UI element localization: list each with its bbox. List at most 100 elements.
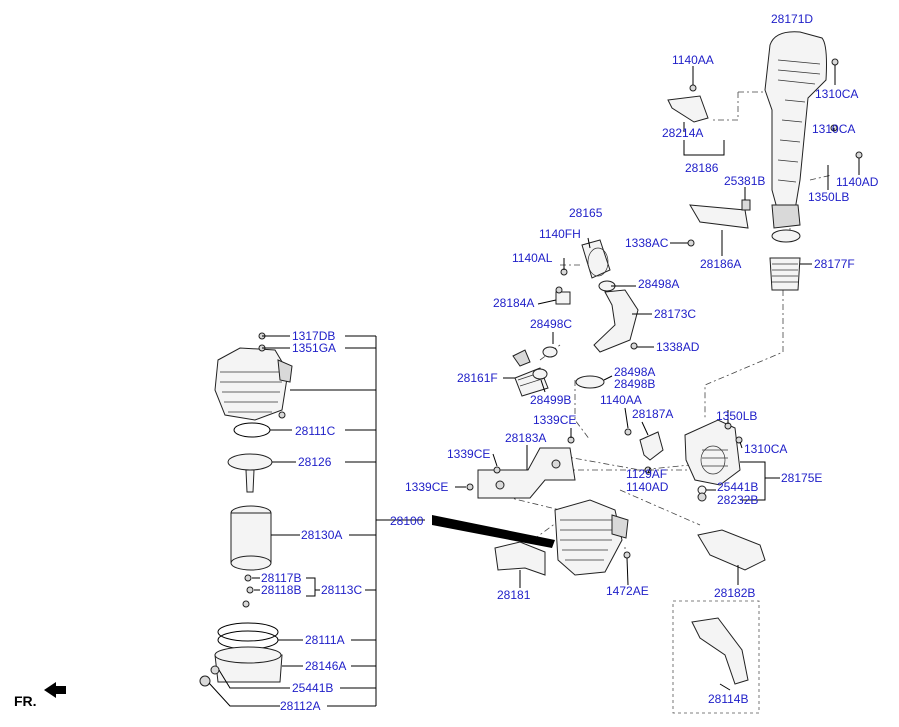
label-28171D: 28171D [771, 12, 813, 26]
label-1339CE: 1339CE [447, 447, 490, 461]
label-28186A: 28186A [700, 257, 741, 271]
air-intake-snorkel[interactable] [764, 31, 827, 229]
bracket-28182B[interactable] [697, 529, 766, 571]
label-28117B: 28117B [261, 571, 301, 585]
leader-lines [208, 65, 860, 707]
bolt-icon [855, 151, 863, 159]
nut-icon [493, 466, 501, 474]
air-duct-28175E[interactable] [684, 419, 741, 486]
label-1310CA: 1310CA [815, 87, 858, 101]
hose-28177F[interactable] [769, 229, 801, 291]
label-1350LB: 1350LB [716, 409, 757, 423]
direction-arrow-icon [44, 682, 66, 698]
nut-icon [831, 58, 839, 66]
label-28183A: 28183A [505, 431, 546, 445]
label-28161F: 28161F [457, 371, 498, 385]
bracket-28187A[interactable] [639, 431, 664, 461]
label-28113C: 28113C [321, 583, 362, 597]
label-1140AL: 1140AL [512, 251, 553, 265]
air-cleaner-assembly[interactable] [554, 499, 631, 576]
label-28498B: 28498B [614, 377, 655, 391]
label-25441B: 25441B [717, 480, 758, 494]
assembly-arrow-icon [432, 515, 555, 548]
label-1338AC: 1338AC [625, 236, 669, 250]
label-1129AF: 1129AF [626, 467, 667, 481]
label-28111A: 28111A [305, 633, 345, 647]
label-28182B: 28182B [714, 586, 755, 600]
label-28175E: 28175E [781, 471, 822, 485]
valve-25441B[interactable] [210, 665, 220, 675]
label-1140AA: 1140AA [600, 393, 642, 407]
front-direction-marker: FR. [14, 682, 66, 709]
bracket-28183A[interactable] [477, 447, 576, 499]
clamp-28498C[interactable] [542, 346, 558, 358]
label-28112A: 28112A [280, 699, 320, 713]
label-28214A: 28214A [662, 126, 703, 140]
nut-icon [466, 483, 474, 491]
nut-28118B[interactable] [246, 586, 254, 594]
nut-icon [687, 239, 695, 247]
label-1317DB: 1317DB [292, 329, 335, 343]
label-1140AD: 1140AD [626, 480, 669, 494]
bolt-icon [555, 286, 563, 294]
plate-28126[interactable] [227, 453, 273, 493]
label-25441B: 25441B [292, 681, 333, 695]
filter-element-28130A[interactable] [230, 505, 272, 571]
bracket-28181[interactable] [494, 541, 546, 576]
gasket-28117B[interactable] [244, 574, 252, 582]
label-28184A: 28184A [493, 296, 534, 310]
label-28498A: 28498A [638, 277, 679, 291]
label-28111C: 28111C [295, 424, 336, 438]
bracket-28184A[interactable] [555, 291, 571, 305]
bolt-icon [624, 428, 632, 436]
label-1351GA: 1351GA [292, 341, 336, 355]
label-1310CA: 1310CA [744, 442, 787, 456]
bracket-28114B[interactable] [691, 617, 749, 685]
label-28181: 28181 [497, 588, 531, 602]
label-1140FH: 1140FH [539, 227, 581, 241]
label-28187A: 28187A [632, 407, 673, 421]
label-1140AD: 1140AD [836, 175, 879, 189]
bracket-28214A[interactable] [667, 84, 709, 123]
clamp-28498B[interactable] [575, 375, 605, 389]
hose-28161F[interactable] [512, 349, 549, 397]
label-28498C: 28498C [530, 317, 572, 331]
nut-icon [735, 436, 743, 444]
label-28130A: 28130A [301, 528, 342, 542]
optional-box [672, 600, 760, 714]
label-1339CE: 1339CE [533, 413, 576, 427]
duct-28165[interactable] [581, 239, 611, 279]
label-1472AE: 1472AE [606, 584, 649, 598]
label-28114B: 28114B [708, 692, 748, 706]
nut-icon [630, 342, 638, 350]
label-1338AD: 1338AD [656, 340, 700, 354]
label-28177F: 28177F [814, 257, 855, 271]
bracket-28186A[interactable] [689, 199, 751, 229]
duct-28173C[interactable] [593, 289, 639, 353]
label-28173C: 28173C [654, 307, 696, 321]
label-28498A: 28498A [614, 365, 655, 379]
clip-icon [278, 411, 286, 419]
clamp-28499B[interactable] [532, 368, 548, 380]
bolt-icon [242, 600, 250, 608]
label-28499B: 28499B [530, 393, 571, 407]
seal-ring-28111A[interactable] [217, 622, 279, 650]
cap-28232B[interactable] [697, 492, 707, 502]
label-1140AA: 1140AA [672, 53, 714, 67]
label-28126: 28126 [298, 455, 332, 469]
fr-label: FR. [14, 693, 37, 709]
label-1339CE: 1339CE [405, 480, 448, 494]
label-1310CA: 1310CA [812, 122, 855, 136]
label-28165: 28165 [569, 206, 603, 220]
label-28146A: 28146A [305, 659, 346, 673]
body-28146A[interactable] [214, 646, 283, 683]
air-cleaner-cover[interactable] [214, 347, 293, 421]
label-1350LB: 1350LB [808, 190, 849, 204]
part-labels: 28171D 1140AA 1310CA 28214A 1310CA 28186… [261, 12, 879, 713]
label-25381B: 25381B [724, 174, 765, 188]
cap-28112A[interactable] [199, 675, 211, 687]
label-28118B: 28118B [261, 583, 301, 597]
label-28100: 28100 [390, 514, 424, 528]
seal-28111C[interactable] [233, 422, 271, 438]
